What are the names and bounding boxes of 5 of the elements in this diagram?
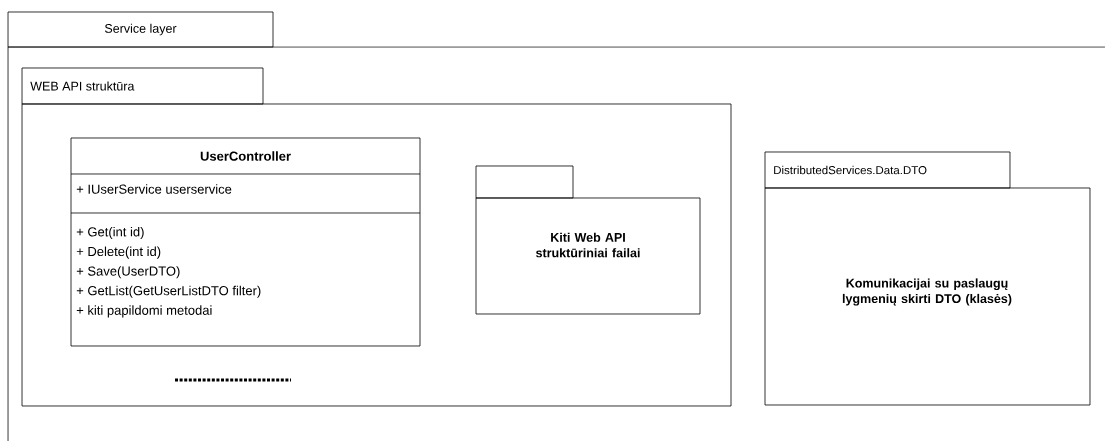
node-label: DistributedServices.Data.DTO	[774, 165, 927, 175]
class-box: UserController + IUserService userservice + Get(int id) + Delete(int id) + Save(UserDTO) + GetList(GetUserListDTO filter) + kiti papildomi metodai	[70, 137, 421, 347]
node-label: WEB API struktūra	[30, 81, 135, 91]
package-box: Kiti Web API struktūriniai failai	[475, 165, 701, 315]
package-box: DistributedServices.Data.DTO Komunikacijai su paslaugų lygmenių skirti DTO (klasės)	[764, 151, 1091, 406]
